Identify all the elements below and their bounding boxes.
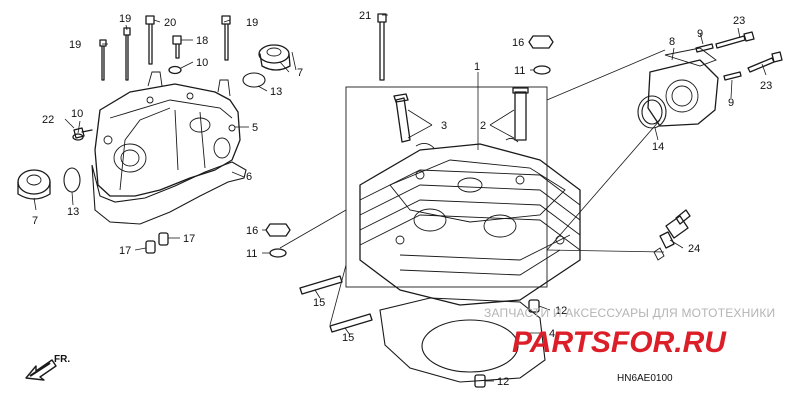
o-ring-14 xyxy=(637,95,667,129)
callout-12a: 12 xyxy=(555,305,567,317)
callout-6: 6 xyxy=(246,171,252,183)
callout-2: 2 xyxy=(480,120,486,132)
washer-10-top xyxy=(168,65,182,75)
callout-17a: 17 xyxy=(119,245,131,257)
stud-9-lower xyxy=(723,71,742,81)
callout-14: 14 xyxy=(652,141,664,153)
leader-lines xyxy=(33,14,767,382)
valve-guide-3 xyxy=(393,93,411,143)
stud-15-a xyxy=(299,275,343,295)
washer-10-left xyxy=(72,133,84,141)
clip-left xyxy=(415,143,435,149)
callout-19c: 19 xyxy=(246,17,258,29)
callout-7b: 7 xyxy=(297,67,303,79)
stud-9-top xyxy=(695,43,714,53)
o-ring-13-top xyxy=(242,72,266,88)
valve-guide-2 xyxy=(512,87,529,141)
callout-10b: 10 xyxy=(71,108,83,120)
callout-22: 22 xyxy=(42,114,54,126)
callout-9b: 9 xyxy=(728,97,734,109)
spark-plug xyxy=(653,209,691,261)
o-ring-13-left xyxy=(63,167,81,193)
callout-16b: 16 xyxy=(246,225,258,237)
callout-13a: 13 xyxy=(67,206,79,218)
callout-12b: 12 xyxy=(497,376,509,388)
callout-23b: 23 xyxy=(760,80,772,92)
bolt-23-lower xyxy=(747,51,783,73)
head-cover xyxy=(94,71,241,197)
callout-3: 3 xyxy=(441,120,447,132)
cover-bolts xyxy=(99,15,231,81)
washer-11-top xyxy=(533,65,551,75)
nut-16-left xyxy=(265,223,291,237)
callout-17b: 17 xyxy=(183,233,195,245)
callout-11b: 11 xyxy=(246,248,257,260)
callout-numbers: 1 2 3 4 5 6 7 7 8 9 9 10 10 11 11 12 12 … xyxy=(32,10,772,388)
bolt-23-top xyxy=(715,31,755,49)
callout-18: 18 xyxy=(196,35,208,47)
nut-16-top xyxy=(528,35,554,49)
callout-21: 21 xyxy=(359,10,371,22)
intake-insulator xyxy=(647,47,719,127)
callout-23a: 23 xyxy=(733,15,745,27)
bolt-21 xyxy=(377,13,387,81)
front-direction-indicator: FR. xyxy=(25,354,70,381)
callout-24: 24 xyxy=(688,243,700,255)
watermark-brand: PARTSFOR.RU xyxy=(512,326,727,359)
fr-label: FR. xyxy=(54,354,70,365)
bolt-22 xyxy=(73,127,93,139)
watermark-tagline: ЗАПЧАСТИ И АКСЕССУАРЫ ДЛЯ МОТОТЕХНИКИ xyxy=(484,306,775,320)
assembly-bracket xyxy=(345,86,548,288)
callout-9a: 9 xyxy=(697,28,703,40)
cylinder-gasket xyxy=(379,297,546,383)
callout-11a: 11 xyxy=(514,65,525,77)
plug-7-left xyxy=(17,169,51,200)
callout-7a: 7 xyxy=(32,215,38,227)
dowel-17-a xyxy=(145,240,156,254)
stud-15-b xyxy=(329,313,373,333)
callout-19a: 19 xyxy=(69,39,81,51)
callout-16a: 16 xyxy=(512,37,524,49)
cover-gasket xyxy=(91,161,247,225)
callout-13b: 13 xyxy=(270,86,282,98)
callout-10a: 10 xyxy=(196,57,208,69)
callout-8: 8 xyxy=(669,36,675,48)
gasket-bore xyxy=(421,319,519,373)
dowel-17-b xyxy=(158,232,169,246)
callout-20: 20 xyxy=(164,17,176,29)
callout-4: 4 xyxy=(549,328,555,340)
callout-15a: 15 xyxy=(313,297,325,309)
plug-7-top xyxy=(258,44,291,71)
diagram-code: HN6AE0100 xyxy=(617,373,673,384)
cylinder-head xyxy=(359,143,581,306)
callout-5: 5 xyxy=(252,122,258,134)
washer-11-left xyxy=(269,248,287,258)
clip-right xyxy=(505,137,519,143)
callout-1: 1 xyxy=(474,61,480,73)
callout-19b: 19 xyxy=(119,13,131,25)
callout-15b: 15 xyxy=(342,332,354,344)
o-ring-14-inner xyxy=(641,99,663,125)
